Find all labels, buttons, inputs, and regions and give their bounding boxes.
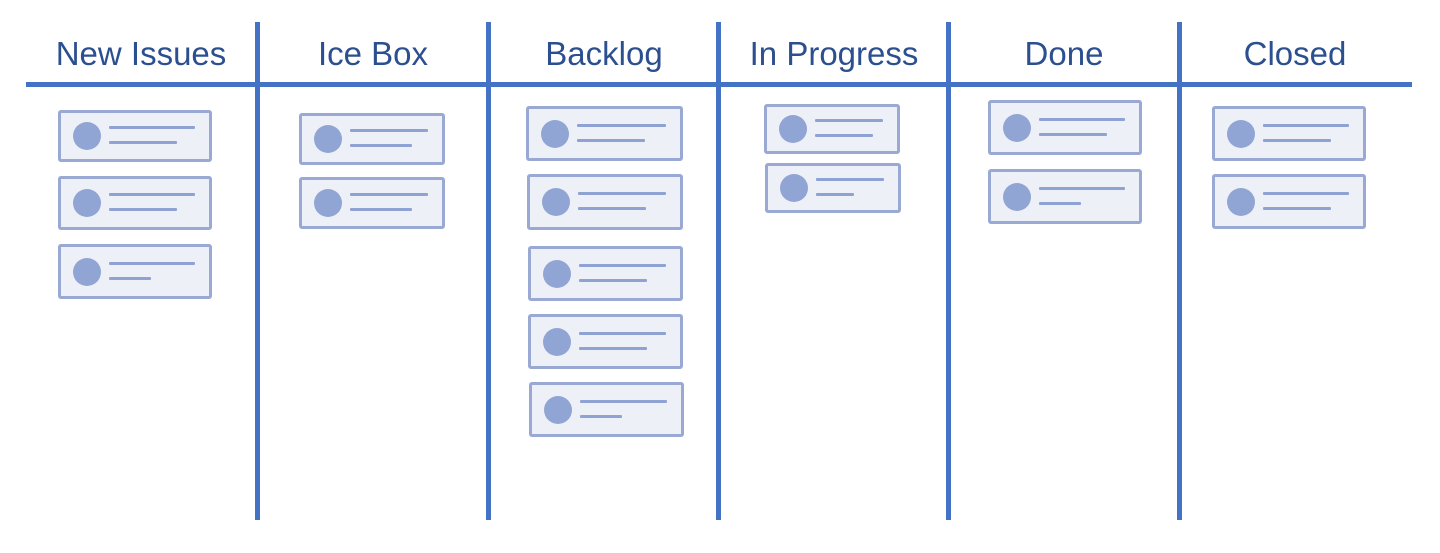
- issue-card[interactable]: [528, 246, 683, 301]
- avatar-icon: [73, 122, 101, 150]
- card-title-placeholder: [580, 400, 667, 403]
- column-title-backlog: Backlog: [545, 35, 663, 72]
- card-title-placeholder: [579, 264, 666, 267]
- avatar-icon: [544, 395, 572, 424]
- issue-card[interactable]: [529, 382, 684, 437]
- avatar-icon: [73, 189, 101, 217]
- column-title-ice-box: Ice Box: [317, 35, 429, 72]
- issue-card[interactable]: [988, 100, 1142, 155]
- card-title-placeholder: [109, 193, 195, 196]
- card-title-placeholder: [1263, 192, 1349, 195]
- issue-card[interactable]: [1212, 174, 1366, 229]
- issue-card[interactable]: [526, 106, 683, 161]
- card-title-placeholder: [1039, 118, 1125, 121]
- card-title-placeholder: [577, 124, 666, 127]
- card-title-placeholder: [109, 126, 195, 129]
- card-subtitle-placeholder: [815, 134, 873, 137]
- card-subtitle-placeholder: [1263, 139, 1331, 142]
- card-title-placeholder: [1263, 124, 1349, 127]
- avatar-icon: [779, 115, 807, 143]
- column-divider: [716, 22, 721, 520]
- card-title-placeholder: [350, 129, 428, 132]
- card-title-placeholder: [816, 178, 884, 181]
- issue-card[interactable]: [764, 104, 900, 154]
- card-subtitle-placeholder: [1263, 207, 1331, 210]
- avatar-icon: [1227, 187, 1255, 216]
- avatar-icon: [543, 259, 571, 288]
- card-subtitle-placeholder: [1039, 202, 1081, 205]
- avatar-icon: [1003, 113, 1031, 142]
- card-subtitle-placeholder: [350, 144, 412, 147]
- avatar-icon: [780, 174, 808, 202]
- column-title-closed: Closed: [1243, 35, 1347, 72]
- card-subtitle-placeholder: [350, 208, 412, 211]
- card-subtitle-placeholder: [578, 207, 646, 210]
- card-subtitle-placeholder: [109, 277, 151, 280]
- issue-card[interactable]: [1212, 106, 1366, 161]
- card-subtitle-placeholder: [577, 139, 645, 142]
- issue-card[interactable]: [58, 244, 212, 299]
- card-subtitle-placeholder: [1039, 133, 1107, 136]
- card-title-placeholder: [1039, 187, 1125, 190]
- avatar-icon: [543, 327, 571, 356]
- card-title-placeholder: [350, 193, 428, 196]
- avatar-icon: [541, 119, 569, 148]
- column-title-in-progress: In Progress: [749, 35, 919, 72]
- issue-card[interactable]: [58, 110, 212, 162]
- avatar-icon: [314, 189, 342, 217]
- column-title-new-issues: New Issues: [55, 35, 227, 72]
- card-subtitle-placeholder: [816, 193, 854, 196]
- card-title-placeholder: [578, 192, 666, 195]
- avatar-icon: [1227, 119, 1255, 148]
- issue-card[interactable]: [299, 113, 445, 165]
- issue-card[interactable]: [299, 177, 445, 229]
- issue-card[interactable]: [988, 169, 1142, 224]
- avatar-icon: [314, 125, 342, 153]
- column-divider: [946, 22, 951, 520]
- issue-card[interactable]: [527, 174, 683, 230]
- card-subtitle-placeholder: [109, 141, 177, 144]
- issue-card[interactable]: [58, 176, 212, 230]
- card-subtitle-placeholder: [109, 208, 177, 211]
- avatar-icon: [542, 188, 570, 216]
- column-divider: [486, 22, 491, 520]
- card-title-placeholder: [815, 119, 883, 122]
- card-title-placeholder: [109, 262, 195, 265]
- column-title-done: Done: [1024, 35, 1104, 72]
- column-divider: [255, 22, 260, 520]
- issue-card[interactable]: [765, 163, 901, 213]
- avatar-icon: [1003, 182, 1031, 211]
- card-title-placeholder: [579, 332, 666, 335]
- card-subtitle-placeholder: [579, 279, 647, 282]
- column-divider: [1177, 22, 1182, 520]
- avatar-icon: [73, 257, 101, 286]
- issue-card[interactable]: [528, 314, 683, 369]
- card-subtitle-placeholder: [580, 415, 622, 418]
- card-subtitle-placeholder: [579, 347, 647, 350]
